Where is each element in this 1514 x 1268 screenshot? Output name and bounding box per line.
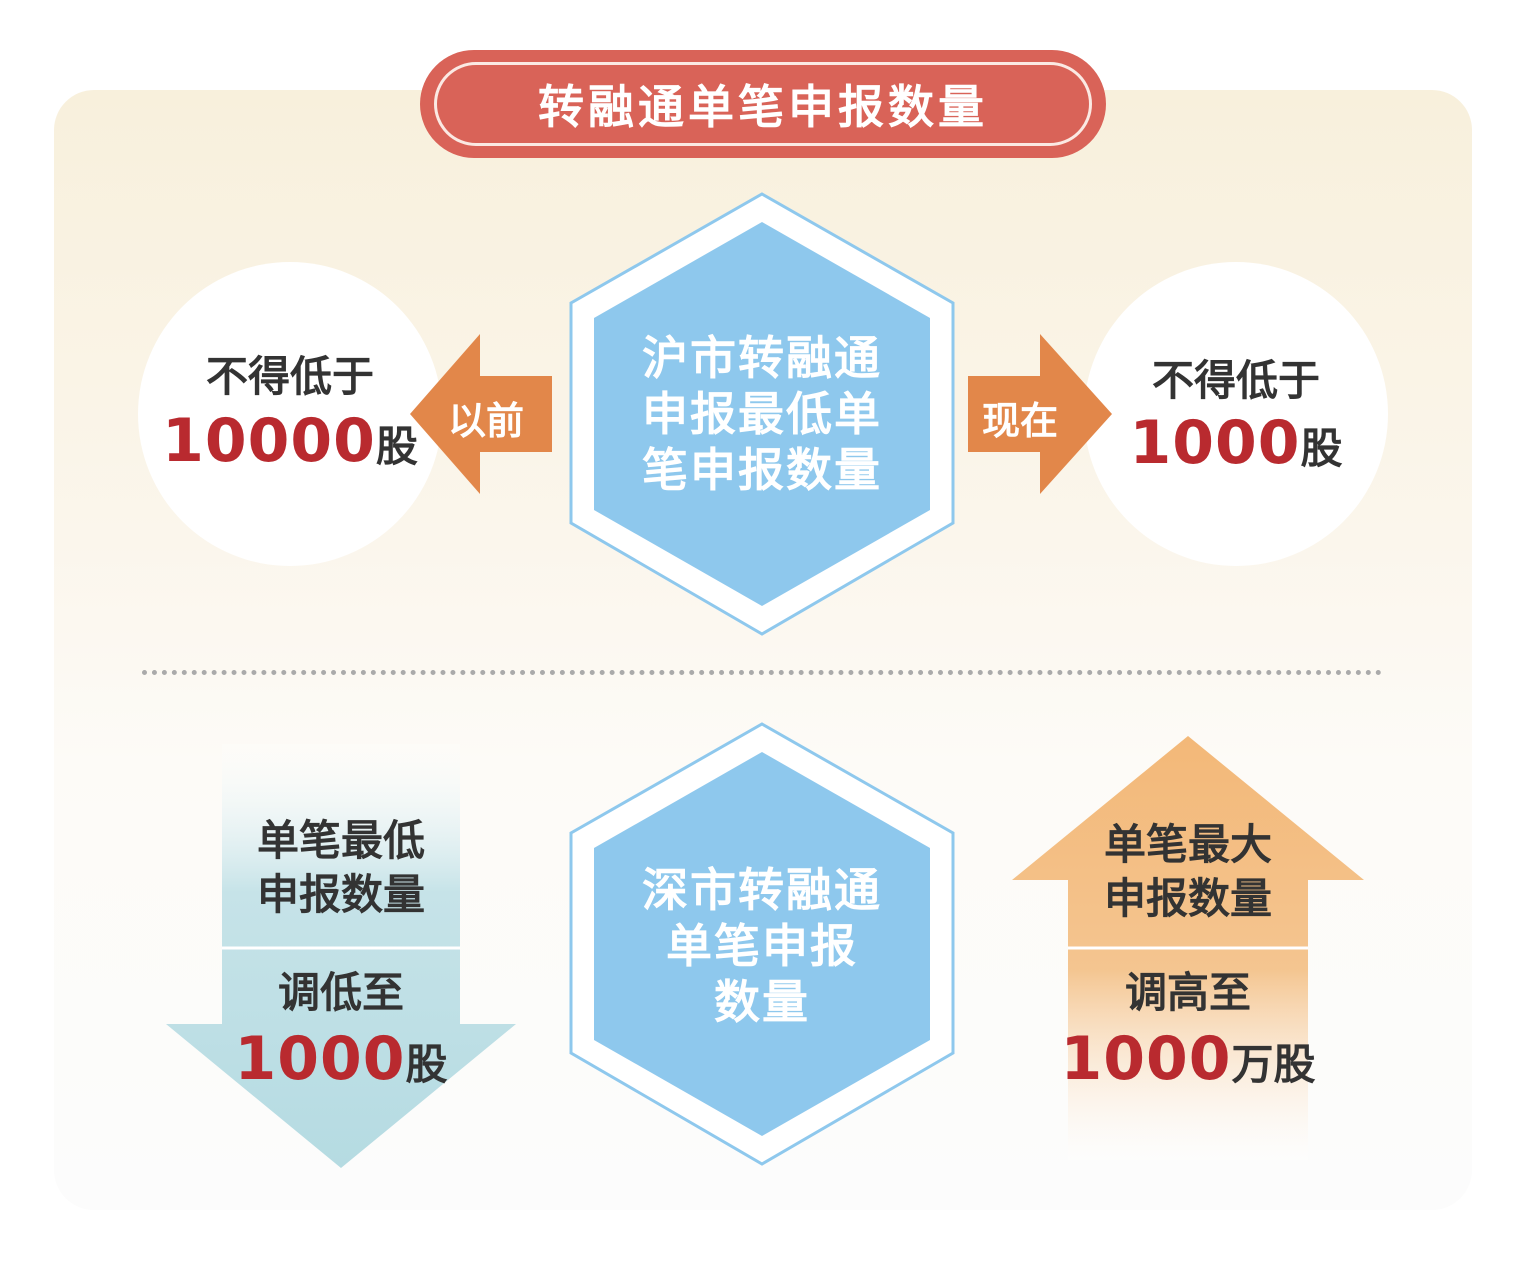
up-arrow-bottom-text: 调高至 1000万股 [1048,966,1328,1094]
right-arrow-label: 现在 [982,399,1059,443]
right-circle-unit: 股 [1300,424,1343,473]
top-hexagon [594,222,930,606]
right-circle-label: 不得低于 [1151,356,1320,405]
left-arrow-label: 以前 [448,399,525,443]
bottom-hexagon-text: 深市转融通 单笔申报 数量 [594,862,930,1030]
down-arrow-unit: 股 [405,1040,448,1089]
left-circle-unit: 股 [375,422,418,471]
down-arrow-bottom-text: 调低至 1000股 [222,966,460,1094]
bottom-hexagon-line: 深市转融通 [642,863,882,917]
bottom-hexagon-line: 数量 [714,975,810,1029]
down-arrow-line: 申报数量 [256,870,425,919]
page-title: 转融通单笔申报数量 [538,80,988,134]
bottom-hexagon-line: 单笔申报 [666,919,858,973]
right-circle-text: 不得低于 1000股 [1106,354,1366,478]
up-arrow-line: 申报数量 [1103,874,1272,923]
left-arrow [410,334,552,494]
bottom-hexagon [594,752,930,1136]
left-circle [138,262,442,566]
down-arrow [166,744,516,1168]
top-hexagon-text: 沪市转融通 申报最低单 笔申报数量 [594,330,930,498]
up-arrow-line: 单笔最大 [1103,820,1272,869]
down-arrow-number: 1000 [234,1024,406,1094]
top-hexagon-line: 申报最低单 [642,387,882,441]
up-arrow-top-text: 单笔最大 申报数量 [1068,818,1308,926]
up-arrow-unit: 万股 [1231,1040,1316,1089]
top-hexagon-line: 笔申报数量 [642,443,882,497]
down-arrow-change-text: 调低至 [277,968,404,1017]
right-circle [1084,262,1388,566]
title-banner: 转融通单笔申报数量 [420,50,1106,158]
left-circle-label: 不得低于 [205,352,374,401]
left-circle-text: 不得低于 10000股 [160,350,420,476]
down-arrow-line: 单笔最低 [256,816,425,865]
section-divider [142,670,1382,675]
title-banner-inner: 转融通单笔申报数量 [434,62,1092,146]
down-arrow-top-text: 单笔最低 申报数量 [222,814,460,922]
left-circle-number: 10000 [162,406,376,476]
right-arrow [968,334,1112,494]
top-hexagon-line: 沪市转融通 [642,331,882,385]
up-arrow-number: 1000 [1060,1024,1232,1094]
up-arrow-change-text: 调高至 [1124,968,1251,1017]
right-circle-number: 1000 [1129,408,1301,478]
